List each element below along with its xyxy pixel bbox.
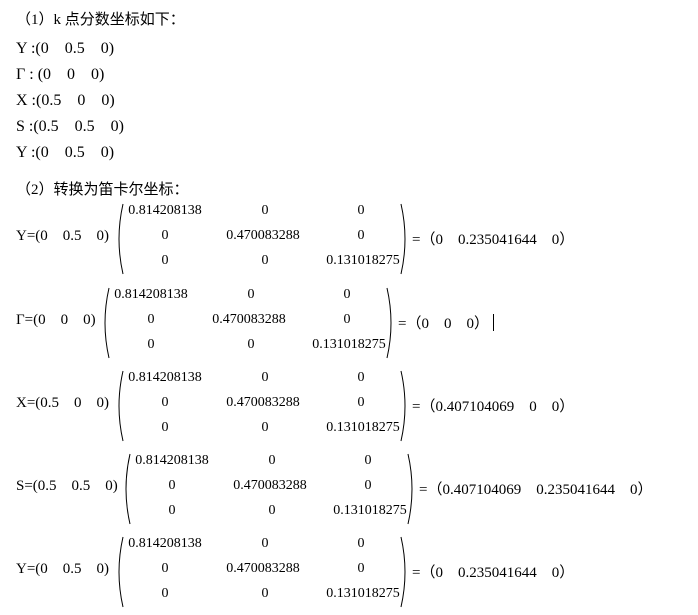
matrix-cell: 0	[168, 478, 176, 493]
matrix-cell: 0	[364, 453, 372, 468]
transform-block: Γ=(0 0 0) 0.814208138 0 0 0 0.470083288 …	[0, 287, 698, 359]
matrix-cell: 0	[147, 312, 155, 327]
transform-lhs: S=(0.5 0.5 0)	[16, 478, 118, 494]
transform-rhs: =（0 0.235041644 0）	[412, 565, 575, 581]
matrix-cell: 0	[161, 561, 169, 576]
section2-heading: （2）转换为笛卡尔坐标：	[16, 182, 189, 198]
matrix-cell: 0.470083288	[212, 312, 286, 327]
left-paren-icon	[114, 370, 124, 442]
matrix-cell: 0	[261, 203, 269, 218]
left-paren-icon	[100, 287, 110, 359]
matrix-cell: 0	[268, 453, 276, 468]
matrix-cell: 0	[161, 586, 169, 601]
right-paren-icon	[400, 370, 410, 442]
right-paren-icon	[407, 453, 417, 525]
matrix-cell: 0	[261, 420, 269, 435]
matrix-cell: 0	[261, 370, 269, 385]
matrix-cell: 0	[357, 228, 365, 243]
transform-rhs: =（0.407104069 0 0）	[412, 399, 575, 415]
transform-rhs: =（0.407104069 0.235041644 0）	[419, 482, 653, 498]
matrix-cell: 0	[261, 253, 269, 268]
matrix-cell: 0	[357, 395, 365, 410]
matrix-cell: 0	[168, 503, 176, 518]
matrix-cell: 0	[161, 395, 169, 410]
matrix-cell: 0	[268, 503, 276, 518]
transform-block: Y=(0 0.5 0) 0.814208138 0 0 0 0.47008328…	[0, 203, 698, 275]
transform-lhs: X=(0.5 0 0)	[16, 395, 110, 411]
matrix-cell: 0	[247, 287, 255, 302]
matrix-cell: 0	[161, 253, 169, 268]
left-paren-icon	[114, 536, 124, 608]
right-paren-icon	[386, 287, 396, 359]
transform-lhs: Γ=(0 0 0)	[16, 312, 96, 328]
matrix-cell: 0.814208138	[114, 287, 188, 302]
transform-rhs: =（0 0.235041644 0）	[412, 232, 575, 248]
kpoint-line-x: X :(0.5 0 0)	[16, 92, 115, 109]
transform-block: Y=(0 0.5 0) 0.814208138 0 0 0 0.47008328…	[0, 536, 698, 608]
transform-block: S=(0.5 0.5 0) 0.814208138 0 0 0 0.470083…	[0, 453, 698, 525]
matrix-cell: 0.814208138	[128, 203, 202, 218]
matrix-cell: 0	[343, 312, 351, 327]
matrix-cell: 0.131018275	[312, 337, 386, 352]
right-paren-icon	[400, 203, 410, 275]
matrix-cell: 0	[357, 370, 365, 385]
matrix-cell: 0.814208138	[135, 453, 209, 468]
left-paren-icon	[114, 203, 124, 275]
matrix-cell: 0	[261, 586, 269, 601]
text-cursor	[492, 314, 494, 331]
matrix-cell: 0	[161, 420, 169, 435]
matrix-cell: 0.131018275	[326, 586, 400, 601]
matrix-cell: 0	[357, 536, 365, 551]
left-paren-icon	[121, 453, 131, 525]
right-paren-icon	[400, 536, 410, 608]
section1-heading: （1）k 点分数坐标如下：	[16, 12, 185, 28]
matrix-cell: 0	[147, 337, 155, 352]
transform-lhs: Y=(0 0.5 0)	[16, 228, 110, 244]
matrix-cell: 0	[161, 228, 169, 243]
matrix-cell: 0.131018275	[326, 253, 400, 268]
matrix-cell: 0.470083288	[226, 228, 300, 243]
matrix-cell: 0.470083288	[226, 561, 300, 576]
kpoint-line-s: S :(0.5 0.5 0)	[16, 118, 124, 135]
kpoint-line-y2: Y :(0 0.5 0)	[16, 144, 115, 161]
transform-rhs-text: =（0 0 0）	[398, 316, 489, 332]
matrix-cell: 0.470083288	[233, 478, 307, 493]
transform-rhs: =（0 0 0）	[398, 312, 494, 333]
matrix-cell: 0	[247, 337, 255, 352]
matrix-cell: 0.470083288	[226, 395, 300, 410]
kpoint-line-gamma: Γ : (0 0 0)	[16, 66, 105, 83]
transform-lhs: Y=(0 0.5 0)	[16, 561, 110, 577]
matrix-cell: 0	[357, 203, 365, 218]
matrix-cell: 0.131018275	[333, 503, 407, 518]
matrix-cell: 0	[364, 478, 372, 493]
transform-block: X=(0.5 0 0) 0.814208138 0 0 0 0.47008328…	[0, 370, 698, 442]
matrix-cell: 0.814208138	[128, 370, 202, 385]
matrix-cell: 0	[261, 536, 269, 551]
matrix-cell: 0	[343, 287, 351, 302]
matrix-cell: 0.131018275	[326, 420, 400, 435]
matrix-cell: 0	[357, 561, 365, 576]
kpoint-line-y: Y :(0 0.5 0)	[16, 40, 115, 57]
matrix-cell: 0.814208138	[128, 536, 202, 551]
